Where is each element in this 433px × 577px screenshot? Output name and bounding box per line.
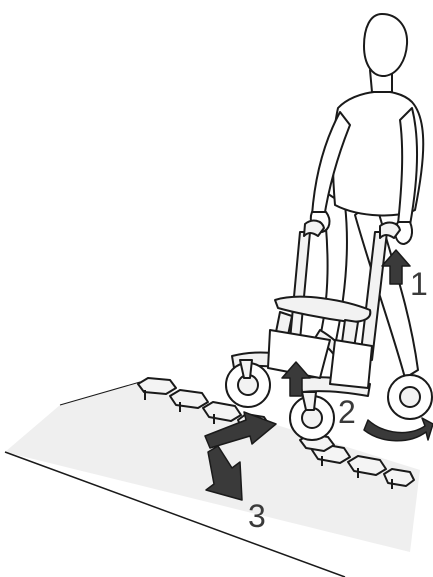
step-2-label: 2 — [338, 396, 356, 428]
step-1-label: 1 — [410, 268, 428, 300]
arrow-curved-icon — [364, 418, 433, 441]
step-3-label: 3 — [248, 500, 266, 532]
